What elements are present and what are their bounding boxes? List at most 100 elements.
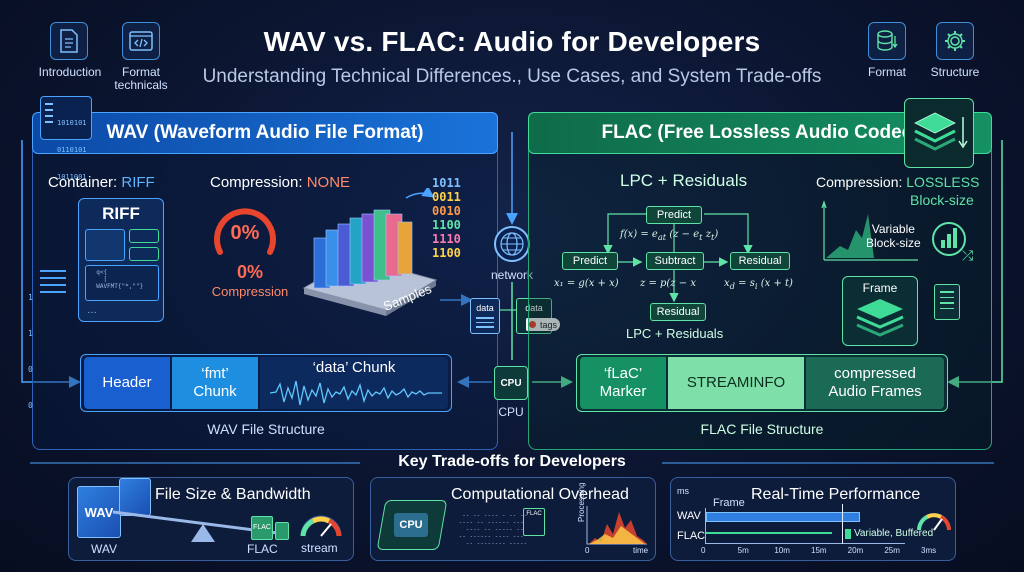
variable-blocksize-chart: [821, 200, 918, 261]
latency-gauge-icon: [917, 513, 951, 531]
wav-row-label: WAV: [677, 510, 701, 522]
side-bits: 1 1 0 0: [28, 268, 38, 424]
computational-overhead-title: Computational Overhead: [451, 486, 629, 503]
flac-file-icon-small: [275, 522, 289, 540]
introduction-nav[interactable]: [50, 22, 88, 60]
wav-header: WAV (Waveform Audio File Format): [32, 112, 498, 154]
introduction-label: Introduction: [38, 65, 102, 79]
waveform-icon: [270, 380, 442, 406]
container-label: Container: RIFF: [48, 174, 155, 191]
wav-fmt-chunk: ‘fmt’Chunk: [172, 357, 258, 409]
bit: 1: [28, 329, 33, 338]
cpu-label: CPU: [498, 405, 524, 419]
equation-x1: x₁ = g(x + x): [554, 278, 619, 289]
cpu-chip-icon: CPU: [494, 366, 528, 400]
riff-chunk: q<{ [ WAVFMT{"*,""}: [85, 265, 159, 301]
page-subtitle: Understanding Technical Differences., Us…: [202, 66, 822, 87]
binary-row: 1100: [432, 218, 461, 232]
binary-line: 1010101: [57, 119, 87, 127]
bar-chart-circle-icon: [932, 222, 966, 256]
binary-line: 1011001: [57, 173, 87, 181]
block-size-label: Block-size: [910, 192, 974, 208]
wav-size-label: WAV: [91, 542, 117, 556]
wav-latency-bar: [706, 512, 860, 522]
code-window-icon: [122, 22, 160, 60]
streaminfo-block: STREAMINFO: [668, 357, 804, 409]
gear-icon: [936, 22, 974, 60]
flac-file-icon: FLAC: [251, 516, 273, 540]
format-technicals-nav[interactable]: [122, 22, 160, 60]
format-technicals-label: Format technicals: [114, 65, 168, 92]
riff-chunk: [129, 247, 159, 261]
stream-label: stream: [301, 541, 338, 555]
flac-marker-block: ‘fLaC’Marker: [580, 357, 666, 409]
subtract-node: Subtract: [646, 252, 704, 270]
network-globe-icon[interactable]: [494, 226, 530, 262]
side-lines-icon: [40, 270, 66, 293]
wav-structure-caption: WAV File Structure: [207, 421, 325, 437]
equation-fx: f(x) = eat (z − et zt): [620, 229, 719, 242]
tick-label: 15m: [811, 546, 827, 555]
wav-data-chunk: ‘data’ Chunk: [260, 357, 448, 409]
tick-label: 25m: [884, 546, 900, 555]
bit: 1: [28, 293, 33, 302]
realtime-title: Real-Time Performance: [751, 486, 921, 503]
flac-compression-label: Compression: LOSSLESS: [816, 174, 980, 190]
compression-gauge: [214, 208, 276, 255]
predict-left-node: Predict: [562, 252, 618, 270]
page-title: WAV vs. FLAC: Audio for Developers: [263, 26, 761, 57]
tick-label: 5m: [737, 546, 749, 555]
compression-word: Compression: [211, 284, 289, 299]
binary-row: 1100: [432, 246, 461, 260]
gauge-value: 0%: [230, 222, 260, 244]
samples-stack-icon: [302, 188, 438, 316]
wav-header-chunk: Header: [84, 357, 170, 409]
lpc-title: LPC + Residuals: [620, 171, 748, 190]
predict-top-node: Predict: [646, 206, 702, 224]
cpu-chip-large-icon: CPU: [376, 500, 448, 550]
processing-chart: [586, 506, 647, 545]
tick-label: 10m: [774, 546, 790, 555]
flac-latency-bar: [706, 532, 832, 534]
tags-badge: tags: [526, 318, 560, 331]
computational-overhead-panel: Computational Overhead CPU -- -- ---- - …: [370, 477, 656, 561]
lpc-bottom-label: LPC + Residuals: [626, 326, 724, 341]
frame-layers-icon: [856, 299, 904, 337]
document-icon: [50, 22, 88, 60]
wav-file-icon-small: [119, 478, 151, 516]
flac-variable-note: Variable, Buffered: [845, 528, 933, 539]
compression-percent: 0%: [236, 262, 263, 282]
riff-container: RIFF q<{ [ WAVFMT{"*,""} …: [78, 198, 164, 322]
data-file-icon: data: [470, 298, 500, 334]
frame-label: Frame: [862, 281, 898, 295]
shuffle-icon: ⤮: [962, 247, 974, 263]
binary-row: 1011: [432, 176, 461, 190]
lpc-flow-arrows: [603, 213, 753, 303]
equation-xd: xd = si (x + t): [724, 278, 793, 291]
flac-badge: FLAC: [523, 508, 545, 536]
container-value: RIFF: [121, 174, 155, 191]
wav-compression-label: Compression: NONE: [210, 174, 351, 191]
stream-gauge-icon: [300, 515, 342, 537]
structure-label: Structure: [930, 65, 980, 79]
axis-x0: 0: [585, 546, 590, 555]
file-size-title: File Size & Bandwidth: [155, 486, 311, 503]
structure-nav[interactable]: [936, 22, 974, 60]
residual-bottom-node: Residual: [650, 303, 706, 321]
axis-x1: time: [633, 546, 649, 555]
binary-row: 0011: [432, 190, 461, 204]
bit: 0: [28, 401, 33, 410]
binary-row: 1110: [432, 232, 461, 246]
flac-row-label: FLAC: [677, 530, 706, 542]
frame-document-icon: [934, 284, 960, 320]
format-nav[interactable]: [868, 22, 906, 60]
wav-compression-value: NONE: [306, 174, 351, 191]
binary-column: 1011 0011 0010 1100 1110 1100: [432, 176, 461, 260]
frame-box: Frame: [842, 276, 918, 346]
flac-structure-caption: FLAC File Structure: [700, 421, 824, 437]
code-snippet: -- -- ---- - -- -- ---- -- ------ --- --…: [458, 512, 528, 547]
riff-chunk: [129, 229, 159, 243]
riff-chunk: [85, 229, 125, 261]
tradeoffs-title: Key Trade-offs for Developers: [398, 453, 626, 470]
